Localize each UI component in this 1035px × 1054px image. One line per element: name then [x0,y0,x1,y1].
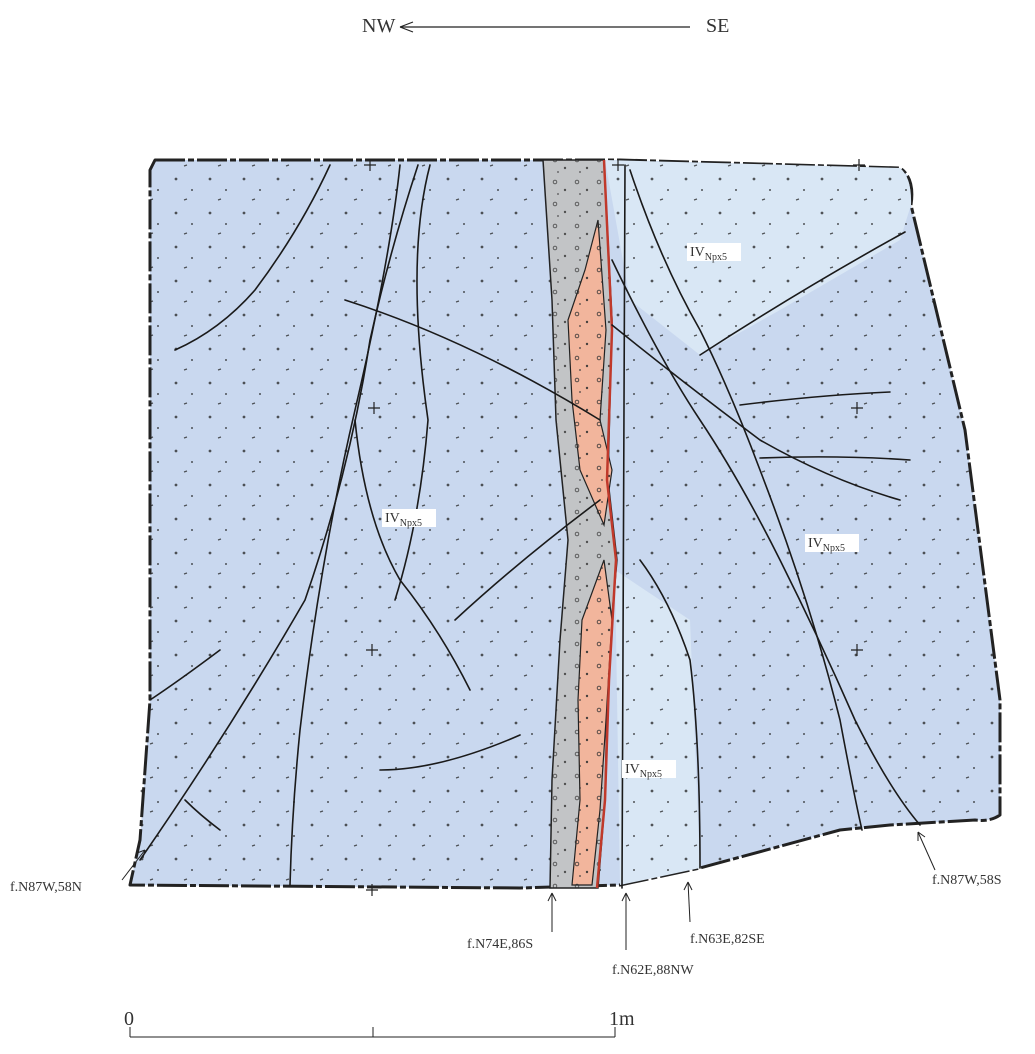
scale-start: 0 [124,1008,134,1030]
fracture-line-n [184,799,221,831]
fracture-lines [139,164,921,889]
fault-label-n62e-88nw: f.N62E,88NW [612,892,694,978]
svg-text:IVNpx5: IVNpx5 [625,762,662,780]
fracture-line-e [354,419,471,691]
svg-text:f.N62E,88NW: f.N62E,88NW [612,963,694,978]
fracture-line-m [759,456,911,461]
svg-text:f.N74E,86S: f.N74E,86S [467,937,533,952]
fracture-line-l [739,391,891,406]
fracture-line-j [149,649,221,701]
fracture-line-c [394,164,431,601]
scale-bar: 0 1m [124,1008,635,1038]
direction-nw: NW [362,15,395,37]
svg-text:IVNpx5: IVNpx5 [385,511,422,529]
fracture-line-f [454,499,601,621]
fault-label-n63e-82se: f.N63E,82SE [683,881,765,947]
fault-label-n74e-86s: f.N74E,86S [467,892,557,952]
unit-label-3: IVNpx5 [805,534,859,554]
svg-text:IVNpx5: IVNpx5 [690,245,727,263]
fracture-line-h [611,324,901,501]
svg-text:f.N87W,58S: f.N87W,58S [932,873,1002,888]
fracture-line-g [699,231,906,356]
fracture-line-a [289,164,401,886]
svg-text:f.N87W,58N: f.N87W,58N [10,880,82,895]
fault-line-n63e-82se [611,259,921,826]
svg-text:f.N63E,82SE: f.N63E,82SE [690,932,765,947]
fracture-line-d [344,299,601,421]
red-fault-margin [595,159,618,889]
breccia-texture [568,220,612,885]
grid-crosses [364,159,865,896]
fault-line-n62e-88nw [629,169,863,831]
scale-end: 1m [609,1008,635,1030]
direction-arrow [399,21,690,33]
unit-label-4: IVNpx5 [622,760,676,780]
unit-label-1: IVNpx5 [687,243,741,263]
fault-label-n87w-58s: f.N87W,58S [917,831,1002,888]
unit-label-2: IVNpx5 [382,509,436,529]
fault-label-n87w-58n: f.N87W,58N [10,849,146,895]
fracture-line-k [379,734,521,771]
fracture-line-i [639,559,701,869]
fracture-line-b [174,164,331,351]
clast-texture [130,160,1000,888]
direction-se: SE [706,15,729,37]
svg-text:IVNpx5: IVNpx5 [808,536,845,554]
